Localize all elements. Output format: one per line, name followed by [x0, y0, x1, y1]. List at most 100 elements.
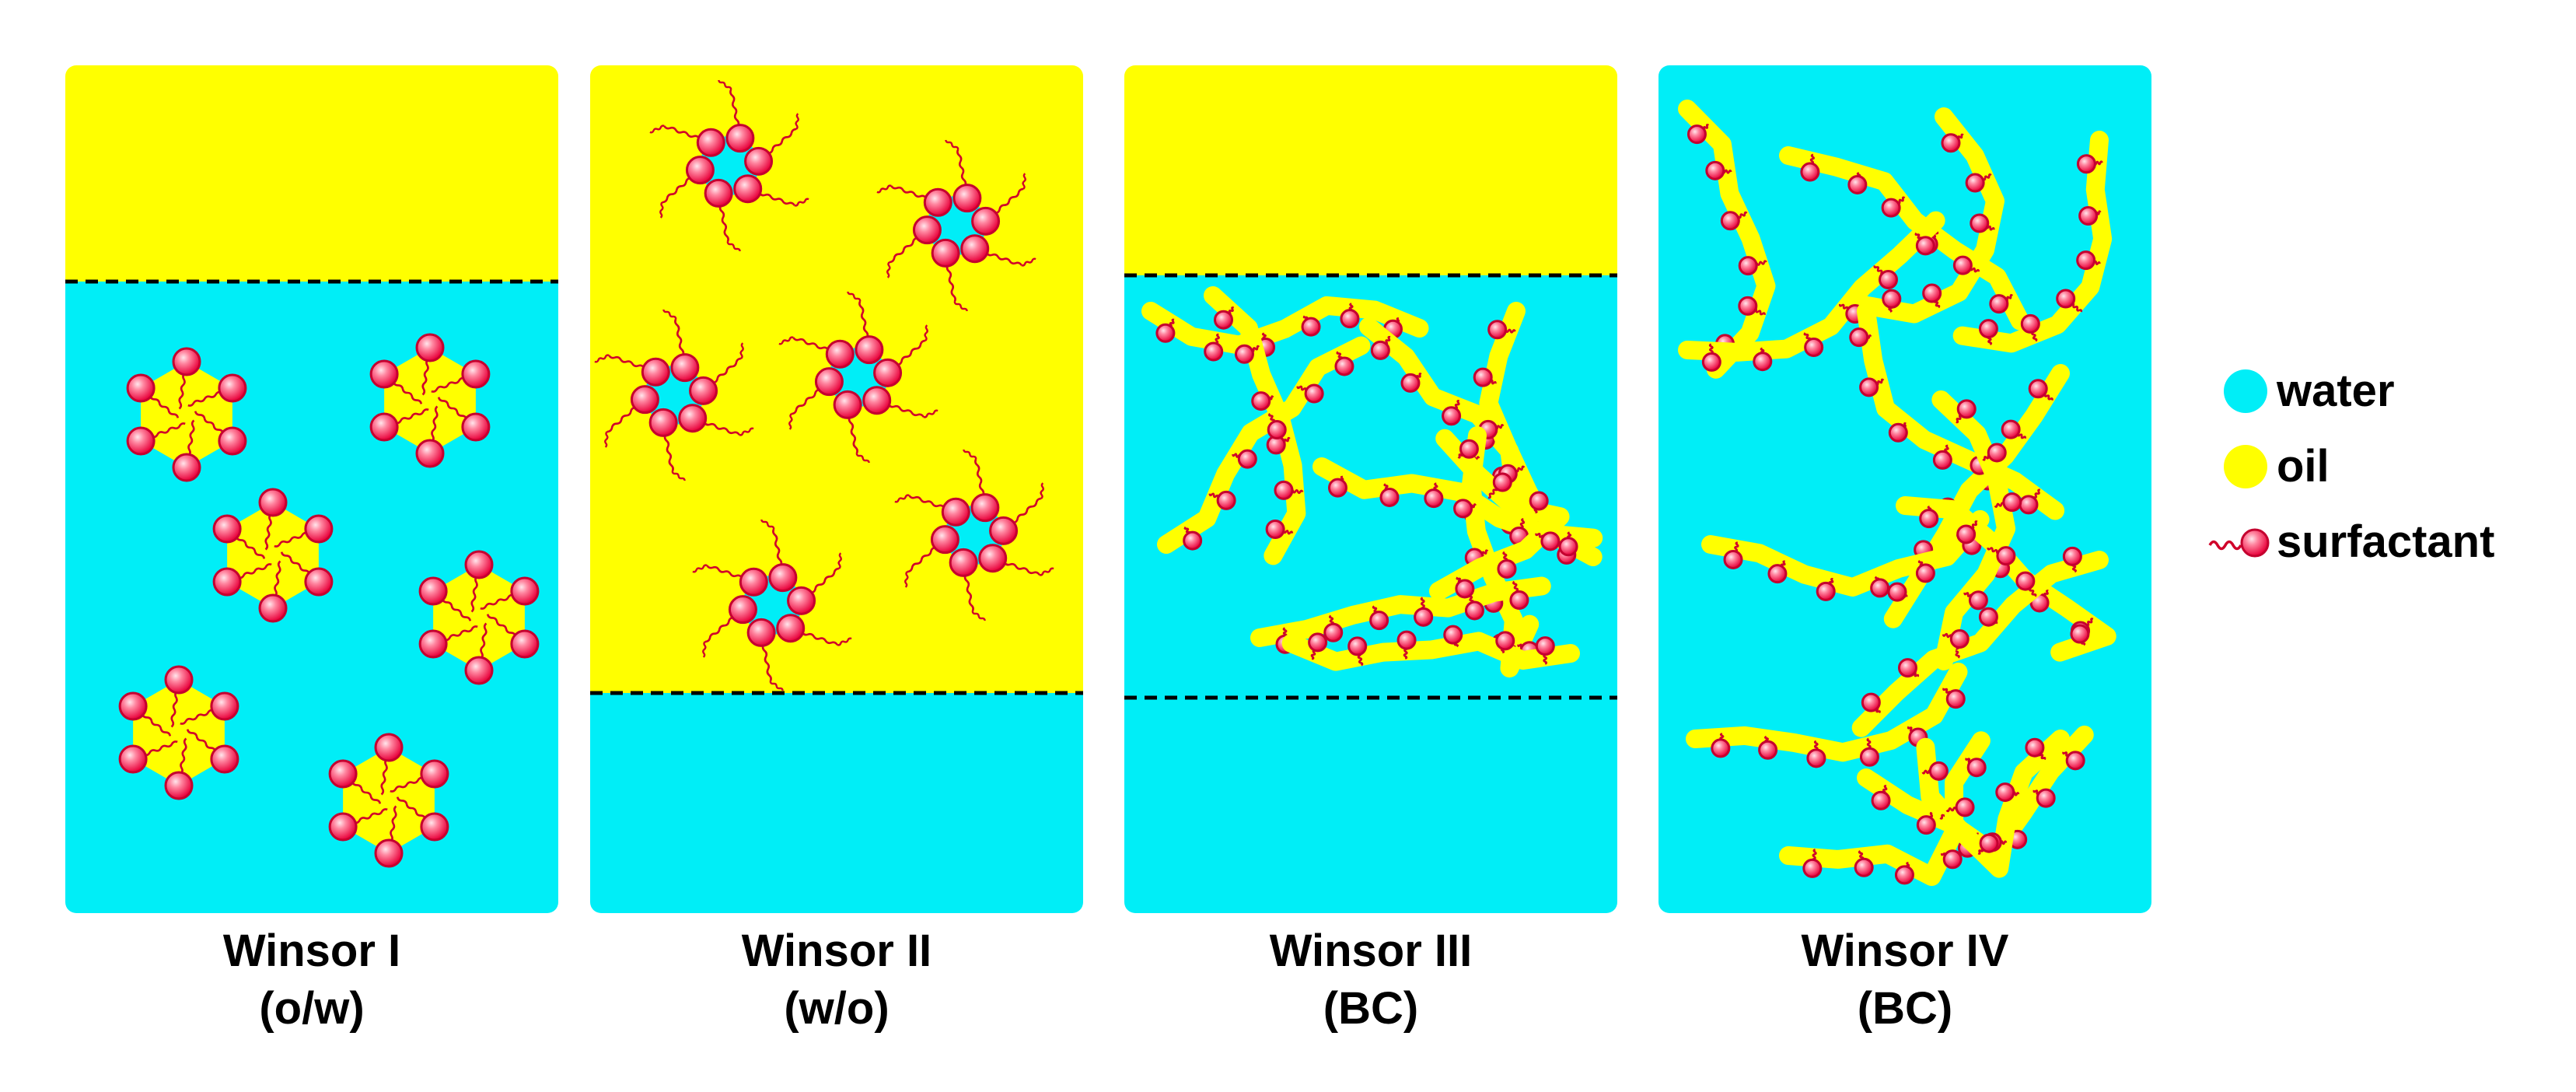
- surfactant-head: [941, 497, 970, 527]
- surfactant-tail: [788, 413, 793, 430]
- surfactant-head: [952, 184, 982, 213]
- surfactant-head: [1970, 213, 1990, 233]
- surfactant-tail: [739, 342, 744, 359]
- surfactant-head: [118, 691, 148, 721]
- surfactant-tail: [718, 79, 732, 90]
- oil-channel: [1462, 426, 1540, 678]
- surfactant-tail: [924, 324, 928, 341]
- surfactant-head: [2002, 492, 2022, 513]
- legend-oil-icon: [2224, 445, 2267, 488]
- surfactant-head: [1379, 487, 1400, 507]
- winsor-2-name: Winsor II: [741, 926, 932, 976]
- surfactant-tail: [971, 611, 986, 621]
- surfactant-head: [126, 426, 156, 456]
- surfactant-head: [641, 357, 670, 387]
- surfactant-head: [461, 412, 491, 442]
- surfactant-tail: [837, 637, 852, 646]
- surfactant-head: [420, 812, 449, 842]
- surfactant-head: [218, 373, 247, 403]
- surfactant-head: [172, 347, 201, 376]
- surfactant-head: [369, 359, 399, 389]
- surfactant-head: [1887, 582, 1907, 602]
- surfactant-head: [630, 385, 659, 415]
- surfactant-head: [1497, 558, 1517, 579]
- surfactant-head: [1955, 797, 1975, 817]
- oil-channel: [1157, 336, 1371, 554]
- surfactant-head: [1453, 499, 1473, 519]
- surfactant-head: [1334, 356, 1354, 376]
- oil-channel: [1851, 551, 2109, 737]
- surfactant-tail: [659, 201, 664, 219]
- surfactant-head: [1978, 319, 1998, 339]
- surfactant-head: [172, 453, 201, 482]
- surfactant-head: [1859, 377, 1879, 397]
- surfactant-head: [1928, 761, 1949, 781]
- surfactant-tail: [692, 564, 708, 573]
- surfactant-head: [2076, 250, 2096, 271]
- surfactant-head: [704, 178, 733, 208]
- surfactant-head: [1916, 815, 1936, 835]
- surfactant-head: [1237, 449, 1257, 469]
- oil-phase: [65, 65, 558, 282]
- surfactant-head: [1978, 607, 1998, 627]
- winsor-3-name: Winsor III: [1269, 926, 1473, 976]
- surfactant-head: [1922, 283, 1942, 303]
- surfactant-head: [1800, 162, 1820, 182]
- surfactant-head: [1968, 590, 1988, 611]
- surfactant-head: [304, 514, 334, 544]
- surfactant-head: [2025, 737, 2045, 758]
- surfactant-head: [374, 733, 404, 762]
- surfactant-head: [1183, 530, 1203, 551]
- surfactant-head: [1738, 296, 1758, 316]
- surfactant-tail: [662, 309, 677, 320]
- surfactant-head: [118, 744, 148, 774]
- surfactant-head: [2001, 419, 2021, 439]
- winsor-3-type: (BC): [1323, 983, 1419, 1034]
- surfactant-head: [1753, 352, 1773, 372]
- surfactant-head: [1455, 579, 1475, 599]
- surfactant-head: [1711, 738, 1731, 758]
- oil-channel: [1916, 730, 2070, 878]
- surfactant-head: [1720, 211, 1740, 231]
- tube-winsor-4: [1658, 65, 2151, 913]
- surfactant-head: [787, 586, 816, 615]
- surfactant-head: [1767, 564, 1788, 584]
- surfactant-head: [1370, 340, 1390, 360]
- surfactant-head: [1859, 747, 1879, 767]
- surfactant-head: [510, 629, 540, 659]
- surfactant-tail: [963, 449, 977, 460]
- surfactant-head: [415, 439, 445, 468]
- surfactant-tail: [1022, 173, 1026, 190]
- oil-channel: [1701, 509, 1990, 597]
- oil-core: [343, 747, 435, 853]
- surfactant-head: [1301, 317, 1321, 337]
- winsor-4-name: Winsor IV: [1801, 926, 2009, 976]
- oil-channel: [1855, 107, 2005, 324]
- tube-label-winsor-1: Winsor I (o/w): [63, 922, 561, 1038]
- surfactant-head: [328, 812, 358, 842]
- surfactant-tail: [855, 453, 870, 464]
- surfactant-head: [1308, 632, 1328, 653]
- surfactant-head: [1995, 782, 2015, 803]
- surfactant-head: [1267, 420, 1287, 440]
- winsor-1-name: Winsor I: [222, 926, 401, 976]
- surfactant-head: [1701, 352, 1721, 372]
- surfactant-head: [1495, 631, 1515, 651]
- surfactant-head: [369, 412, 399, 442]
- surfactant-head: [960, 234, 990, 264]
- surfactant-tail: [923, 409, 938, 418]
- surfactant-head: [1204, 341, 1224, 362]
- surfactant-tail: [671, 471, 686, 481]
- surfactant-head: [825, 339, 855, 369]
- surfactant-head: [1487, 320, 1508, 340]
- surfactant-head: [1723, 549, 1743, 569]
- surfactant-head: [1155, 323, 1176, 343]
- surfactant-tail: [945, 139, 959, 150]
- oil-channel: [1779, 146, 2029, 331]
- surfactant-head: [1849, 327, 1869, 348]
- surfactant-head: [212, 567, 242, 597]
- surfactant-head: [1942, 849, 1963, 870]
- surfactant-head: [728, 595, 757, 625]
- oil-channel: [1678, 211, 1945, 362]
- surfactant-head: [1919, 509, 1939, 529]
